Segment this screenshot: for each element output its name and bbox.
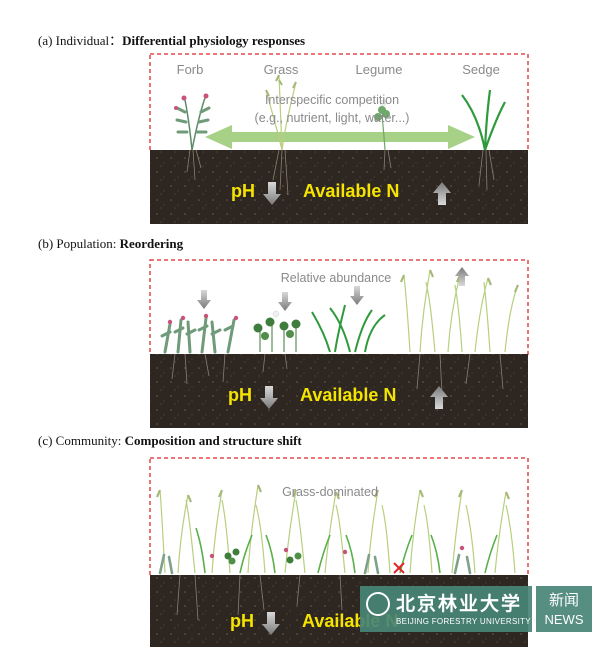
news-label-cn: 新闻 <box>548 591 579 609</box>
legume-decrease-arrow-icon <box>278 292 292 311</box>
sedge-plant-icon <box>461 89 506 151</box>
panel-b-roots <box>171 353 504 395</box>
legume-label: Legume <box>356 62 403 77</box>
competition-label-line1: Interspecific competition <box>265 93 399 107</box>
panel-c-ph-down-arrow-icon <box>262 612 280 635</box>
scattered-forbs-icon <box>158 553 472 575</box>
dominance-label: Grass-dominated <box>282 485 378 499</box>
university-logo-block: 北京林业大学 BEIJING FORESTRY UNIVERSITY <box>360 586 532 632</box>
university-name-cn: 北京林业大学 <box>396 593 523 615</box>
grass-label: Grass <box>264 62 299 77</box>
forb-label: Forb <box>177 62 204 77</box>
panel-a-roots <box>186 149 495 196</box>
panel-c-roots <box>176 574 343 621</box>
species-loss-x-icon <box>393 562 405 574</box>
panel-b-ph-label: pH <box>228 385 252 405</box>
panel-a: Forb Grass Legume Sedge Interspecific co… <box>149 53 529 224</box>
university-name-en: BEIJING FORESTRY UNIVERSITY <box>396 617 531 626</box>
sedge-label: Sedge <box>462 62 500 77</box>
grass-stand-icon <box>155 484 516 574</box>
panel-b: Relative abundance pH Available N <box>149 259 529 428</box>
competition-label-line2: (e.g., nutrient, light, water...) <box>255 111 410 125</box>
panel-a-ph-down-arrow-icon <box>263 182 281 205</box>
panel-c-heading-bold: Composition and structure shift <box>124 433 302 448</box>
abundance-label: Relative abundance <box>281 271 392 285</box>
forb-plant-icon <box>174 93 211 151</box>
panel-b-heading-prefix: (b) Population: <box>38 236 120 251</box>
sedge-cluster-icon <box>311 304 386 353</box>
panel-b-heading: (b) Population: Reordering <box>38 236 183 252</box>
scattered-flowers-icon <box>209 545 465 559</box>
panel-a-heading: (a) Individual：Differential physiology r… <box>38 30 305 49</box>
university-news-watermark: 北京林业大学 BEIJING FORESTRY UNIVERSITY 新闻 NE… <box>360 586 592 632</box>
panel-b-ph-down-arrow-icon <box>260 386 278 409</box>
sedge-decrease-arrow-icon <box>350 286 364 305</box>
competition-arrow <box>205 125 475 149</box>
legume-patch-icon <box>224 548 302 565</box>
news-badge: 新闻 NEWS <box>536 586 592 632</box>
panel-a-n-up-arrow-icon <box>433 182 451 205</box>
panel-b-heading-bold: Reordering <box>119 236 184 251</box>
grass-cluster-icon <box>399 269 520 353</box>
panel-b-soil-texture <box>150 354 528 428</box>
panel-a-soil-texture <box>150 150 528 224</box>
forb-flowers-icon <box>167 313 239 325</box>
panel-a-frame <box>149 53 529 152</box>
forb-decrease-arrow-icon <box>197 290 211 309</box>
panel-c-heading-prefix: (c) Community: <box>38 433 125 448</box>
panel-c-heading: (c) Community: Composition and structure… <box>38 433 302 449</box>
grass-increase-arrow-icon <box>455 267 469 286</box>
news-label-en: NEWS <box>544 612 584 627</box>
panel-a-heading-prefix: (a) Individual： <box>38 33 123 48</box>
panel-c-ph-label: pH <box>230 611 254 631</box>
grass-plant-icon <box>265 74 297 151</box>
university-seal-icon <box>366 592 390 616</box>
panel-a-n-label: Available N <box>303 181 399 201</box>
panel-c-frame <box>149 457 529 577</box>
forb-cluster-icon <box>160 316 236 354</box>
panel-a-heading-bold: Differential physiology responses <box>122 33 306 48</box>
panel-b-n-label: Available N <box>300 385 396 405</box>
green-grass-blades-icon <box>195 527 498 574</box>
legume-plant-icon <box>374 99 390 151</box>
panel-a-ph-label: pH <box>231 181 255 201</box>
panel-b-n-up-arrow-icon <box>430 386 448 409</box>
legume-cluster-icon <box>253 310 301 352</box>
